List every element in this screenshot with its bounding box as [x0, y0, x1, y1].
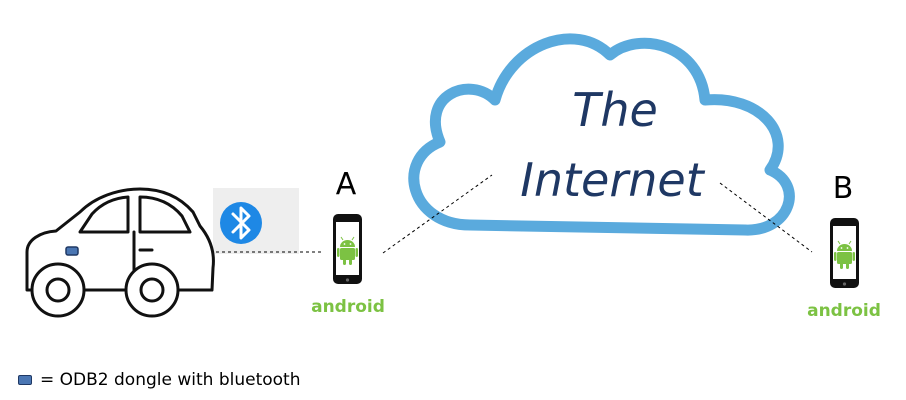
car-wheel-front — [30, 262, 86, 318]
car-window-rear — [138, 195, 192, 234]
legend: = ODB2 dongle with bluetooth — [18, 368, 300, 392]
android-robot-icon — [337, 236, 358, 265]
link-phone-a-to-cloud — [382, 174, 493, 254]
car-body — [25, 187, 215, 292]
phone-a-letter: A — [336, 167, 357, 202]
internet-cloud: The Internet — [408, 33, 795, 236]
legend-text: = ODB2 dongle with bluetooth — [40, 370, 301, 390]
phone-b: B android — [807, 171, 881, 321]
phone-a-platform-word: android — [311, 297, 385, 317]
obd2-dongle-icon — [65, 246, 79, 256]
cloud-outline — [408, 33, 795, 236]
car-icon — [25, 187, 215, 318]
cloud-title-line2: Internet — [520, 153, 705, 207]
bluetooth-link-panel — [84, 188, 324, 254]
phone-b-platform-word: android — [807, 301, 881, 321]
bluetooth-icon — [220, 202, 262, 244]
car-wheel-rear — [124, 262, 180, 318]
phone-b-letter: B — [833, 171, 854, 206]
link-cloud-to-phone-b — [719, 182, 813, 253]
phone-a: A android — [311, 167, 385, 317]
cloud-title-line1: The — [572, 83, 658, 137]
car-window-front — [78, 195, 130, 234]
android-robot-icon — [834, 240, 855, 269]
obd2-dongle-icon — [18, 375, 32, 385]
